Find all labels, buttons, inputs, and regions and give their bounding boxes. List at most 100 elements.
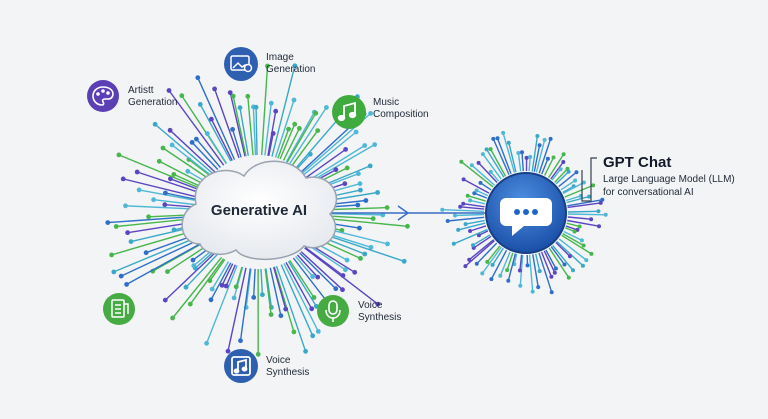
music-note-icon [231,356,251,376]
spoke-line [556,240,584,267]
spoke-dot [358,256,363,261]
spoke-dot [549,274,554,279]
spoke-dot [292,63,298,69]
palette-icon [92,86,114,106]
spoke-line [285,111,316,163]
spoke-dot [313,110,319,116]
spoke-dot [472,191,477,196]
spoke-line [275,265,307,352]
spoke-dot [152,121,158,127]
spoke-line [467,195,486,202]
spoke-dot [255,351,261,357]
spoke-dot [344,165,350,171]
spoke-dot [160,145,166,151]
spoke-dot [230,126,236,132]
spoke-dot [484,147,489,152]
spoke-dot [495,136,500,141]
artist-label-line1: Artistt [128,85,154,96]
spoke-line [476,189,489,197]
spoke-line [291,130,319,166]
spoke-dot [537,269,542,274]
spoke-line [567,210,599,213]
spoke-dot [368,111,373,116]
spoke-line [453,228,488,245]
voice-synthesis-right-node[interactable] [317,295,349,327]
spoke-dot [219,282,225,288]
spoke-line [306,243,346,271]
document-node[interactable] [103,293,135,325]
gpt-chat-node[interactable] [485,172,567,254]
spoke-line [239,107,249,156]
image-generation-node[interactable] [224,47,258,81]
spoke-dot [195,75,201,81]
spoke-dot [524,155,529,160]
gpt-spokes [440,130,608,295]
spoke-dot [489,277,494,282]
spoke-line [213,88,240,159]
spoke-dot [362,143,368,148]
hub-cloud[interactable] [181,160,337,260]
image-label-line1: Image [266,52,294,63]
spoke-dot [490,262,495,267]
spoke-line [538,252,553,293]
spoke-line [540,251,553,277]
spoke-line [460,206,485,210]
spoke-line [550,161,564,180]
spoke-line [554,168,569,183]
spoke-dot [589,217,594,222]
spoke-line [482,153,502,180]
spoke-line [268,133,274,157]
spoke-dot [562,262,567,267]
spoke-dot [456,227,461,232]
spoke-line [543,157,555,176]
spoke-line [548,153,565,178]
spoke-line [499,251,511,277]
spoke-dot [169,142,175,148]
spoke-line [154,123,214,175]
spoke-line [299,252,337,290]
spoke-line [285,262,313,310]
spoke-dot [292,121,298,127]
spoke-line [535,253,541,272]
spoke-line [533,145,541,172]
spoke-line [528,254,534,292]
spoke-dot [116,152,122,158]
spoke-line [185,253,219,288]
spoke-line [454,213,485,217]
spoke-dot [151,197,157,203]
spoke-dot [506,140,511,145]
image-label-line2: Generation [266,64,316,75]
spoke-dot [251,295,257,300]
spoke-dot [134,169,140,175]
spoke-dot [561,160,566,164]
spoke-line [552,245,574,271]
gpt-chat-title: GPT Chat [603,154,672,171]
spoke-dot [589,251,594,256]
spoke-line [567,213,606,216]
spoke-dot [587,194,592,199]
spoke-dot [549,290,554,295]
spoke-dot [245,93,251,99]
voice-synthesis-bottom-node[interactable] [224,349,258,383]
spoke-dot [581,180,586,185]
spoke-dot [572,229,577,234]
spoke-dot [571,268,575,273]
spoke-dot [310,333,316,339]
spoke-line [126,239,207,286]
spoke-dot [600,197,605,202]
spoke-dot [565,166,570,171]
spoke-dot [551,155,556,160]
spoke-line [566,222,580,228]
spoke-dot [286,126,291,132]
spoke-line [532,254,539,288]
artist-generation-node[interactable] [87,80,119,112]
music-composition-node[interactable] [332,95,366,129]
spoke-line [138,189,200,202]
spoke-dot [577,224,582,229]
spoke-line [271,65,296,157]
spoke-line [245,268,252,308]
spoke-line [118,154,204,191]
spoke-dot [162,202,168,208]
hub-label: Generative AI [210,202,308,219]
spoke-line [561,234,592,255]
